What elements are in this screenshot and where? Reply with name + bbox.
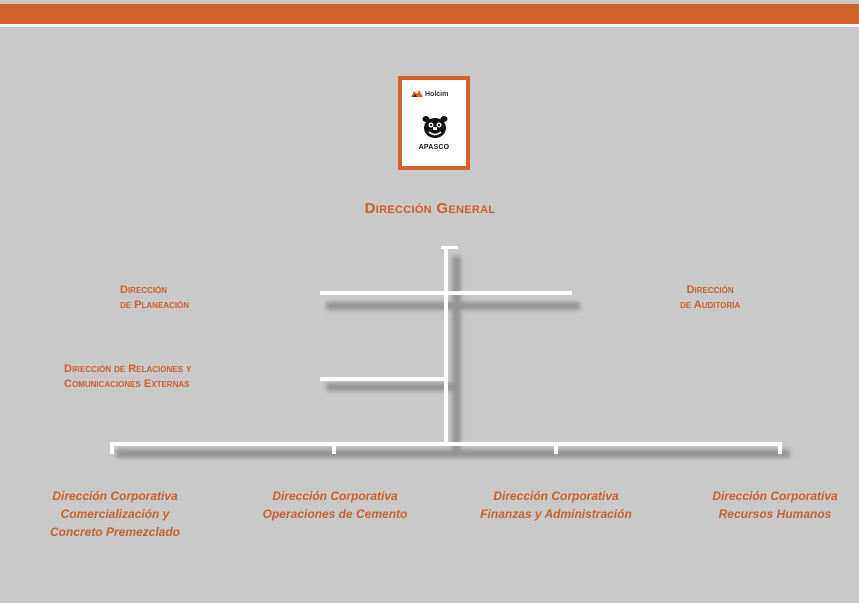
dept-1-line1: Dirección Corporativa: [52, 489, 178, 503]
dept-1-line3: Concreto Premezclado: [49, 525, 181, 539]
node-auditoria: Dirección de Auditoría: [680, 283, 740, 313]
department-drop-4: [778, 442, 782, 454]
department-bus-line: [110, 442, 782, 446]
dept-2-line1: Dirección Corporativa: [272, 489, 398, 503]
node-planeacion-line1: Dirección: [120, 284, 168, 296]
staff-branch-line: [320, 291, 572, 295]
department-drop-1: [110, 442, 114, 454]
header-accent-bar: [0, 4, 859, 24]
node-dept-comercializacion: Dirección Corporativa Comercialización y…: [20, 487, 210, 541]
company-logo: Holcim APASCO: [398, 76, 470, 170]
holcim-mark-icon: [411, 90, 423, 97]
logo-brand-bottom: APASCO: [418, 144, 450, 151]
node-relaciones: Dirección de Relaciones y Comunicaciones…: [64, 362, 191, 392]
connector-shadows: [116, 256, 790, 458]
node-dept-recursos-humanos: Dirección Corporativa Recursos Humanos: [692, 487, 858, 523]
department-drop-3: [554, 442, 558, 454]
node-dept-finanzas: Dirección Corporativa Finanzas y Adminis…: [456, 487, 656, 523]
dept-4-line2: Recursos Humanos: [718, 507, 832, 521]
node-planeacion: Dirección de Planeación: [120, 283, 189, 313]
node-auditoria-line1: Dirección: [686, 284, 734, 296]
node-relaciones-line2: Comunicaciones Externas: [64, 378, 190, 390]
department-drop-2: [332, 442, 336, 454]
trunk-top-cap: [441, 246, 458, 249]
dept-2-line2: Operaciones de Cemento: [262, 507, 408, 521]
node-direccion-general: Dirección General: [364, 200, 496, 217]
dept-3-line1: Dirección Corporativa: [493, 489, 619, 503]
dept-1-line2: Comercialización y: [60, 507, 170, 521]
header-divider-line: [0, 24, 859, 27]
logo-brand-top: Holcim: [425, 91, 449, 98]
trunk-vertical-line: [444, 246, 448, 444]
node-planeacion-line2: de Planeación: [120, 299, 190, 311]
relations-branch-line: [320, 377, 446, 381]
bulldog-icon: [422, 116, 448, 138]
dept-3-line2: Finanzas y Administración: [480, 507, 632, 521]
logo-panel: Holcim APASCO: [402, 80, 466, 166]
node-auditoria-line2: de Auditoría: [680, 299, 741, 311]
node-relaciones-line1: Dirección de Relaciones y: [64, 363, 192, 375]
node-dept-operaciones: Dirección Corporativa Operaciones de Cem…: [240, 487, 430, 523]
dept-4-line1: Dirección Corporativa: [712, 489, 838, 503]
